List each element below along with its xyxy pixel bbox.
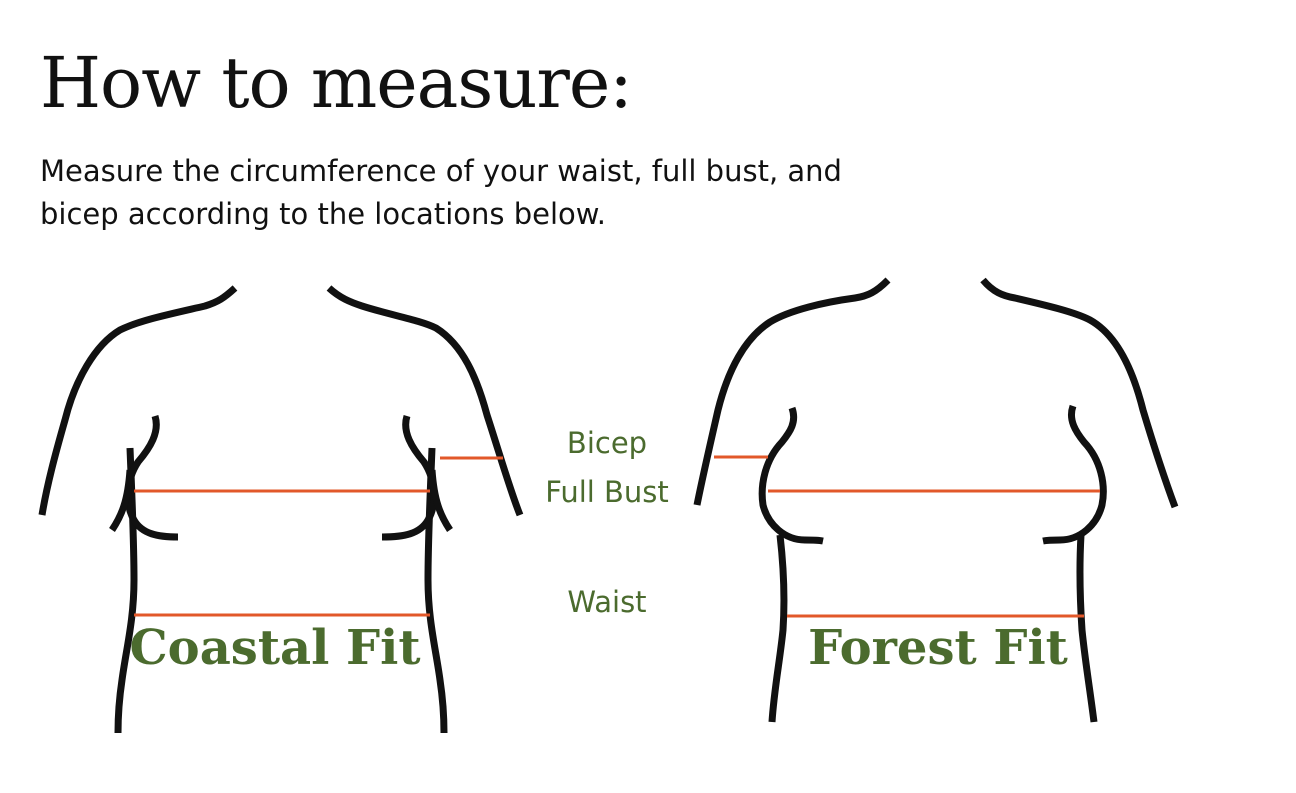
coastal-fit-label: Coastal Fit [129, 620, 420, 676]
forest-left-shoulder-arm [693, 277, 891, 506]
forest-left-bust [758, 406, 824, 545]
forest-left-torso [768, 534, 788, 723]
coastal-right-shoulder-arm [326, 285, 524, 517]
coastal-right-bust [381, 414, 438, 541]
coastal-left-underarm [109, 469, 134, 532]
waist-label: Waist [567, 585, 646, 619]
instructions-text: Measure the circumference of your waist,… [40, 154, 842, 231]
page-title: How to measure: [40, 42, 633, 124]
forest-right-torso [1076, 534, 1098, 723]
full-bust-label: Full Bust [545, 475, 669, 509]
forest-right-bust [1042, 404, 1107, 545]
forest-right-shoulder-arm [980, 277, 1179, 509]
bicep-label: Bicep [567, 426, 647, 460]
coastal-left-shoulder-arm [38, 285, 238, 516]
coastal-right-underarm [428, 469, 453, 532]
forest-fit-figure: Forest Fit [693, 277, 1179, 723]
coastal-left-bust [124, 414, 179, 541]
forest-fit-label: Forest Fit [808, 620, 1068, 676]
coastal-fit-figure: Coastal Fit [38, 285, 524, 734]
